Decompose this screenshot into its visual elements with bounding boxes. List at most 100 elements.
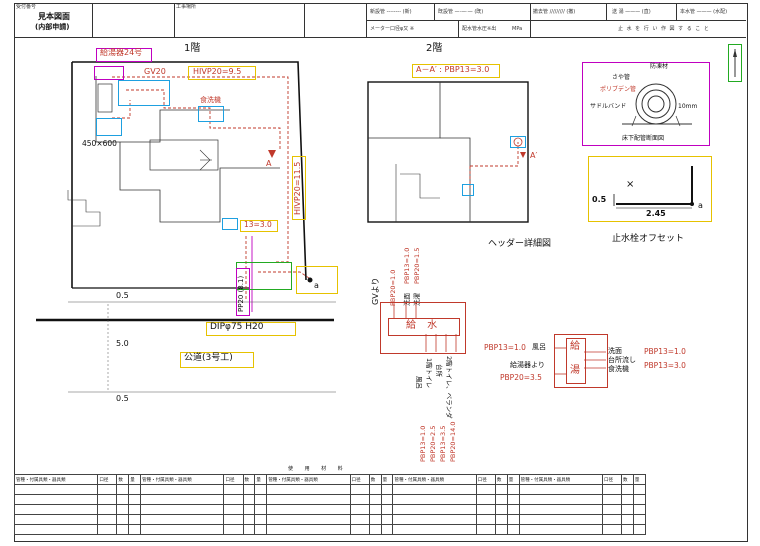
hot-box-bottom: 湯 <box>570 365 580 376</box>
supply-out-bath: 風呂 <box>415 376 423 389</box>
supply-out-p3: PBP13=3.5 <box>439 425 447 462</box>
table-row <box>13 504 647 515</box>
materials-cell <box>242 524 256 535</box>
materials-cell <box>97 514 118 525</box>
floor1-title: 1階 <box>184 43 201 54</box>
supply-out-p1: PBP13=1.0 <box>419 425 427 462</box>
materials-cell <box>601 524 623 535</box>
materials-cell <box>223 484 244 495</box>
hot-out-washroom: 洗面 <box>608 347 622 355</box>
materials-cell <box>632 514 647 525</box>
materials-header-cell: 量 <box>632 474 647 485</box>
materials-cell <box>506 514 520 525</box>
materials-cell <box>266 504 351 515</box>
materials-cell <box>116 514 130 525</box>
materials-header-cell: 量 <box>128 474 142 485</box>
pipe-detail-frame <box>582 62 710 146</box>
materials-cell <box>518 524 603 535</box>
toilet-box <box>222 218 238 230</box>
materials-cell <box>475 524 496 535</box>
materials-cell <box>128 504 142 515</box>
materials-cell <box>254 504 268 515</box>
floor2-fixture-2 <box>462 184 474 196</box>
materials-cell <box>116 494 130 505</box>
materials-cell <box>116 524 130 535</box>
materials-cell <box>392 524 477 535</box>
materials-cell <box>223 514 244 525</box>
materials-cell <box>632 484 647 495</box>
pressure-unit: MPa <box>512 26 523 32</box>
meter-yellow-box <box>296 266 338 294</box>
supply-out-p4: PBP20=14.0 <box>449 421 457 463</box>
materials-header-cell: 数 <box>494 474 508 485</box>
washroom-box <box>96 118 122 136</box>
offset-point: a <box>698 201 703 210</box>
materials-header-cell: 管種・付属具類・器具類 <box>140 474 225 485</box>
materials-cell <box>494 484 508 495</box>
materials-cell <box>128 524 142 535</box>
materials-cell <box>494 514 508 525</box>
hot-in-heater-pipe: PBP20=3.5 <box>500 373 542 382</box>
materials-cell <box>475 514 496 525</box>
materials-header-cell: 口径 <box>349 474 370 485</box>
hot-branch-lines <box>554 347 606 375</box>
pressure-label: 配水管水圧※出 <box>462 26 497 32</box>
materials-cell <box>140 494 225 505</box>
materials-cell <box>116 484 130 495</box>
materials-cell <box>266 494 351 505</box>
pipe-hivp-95: HIVP20=9.5 <box>193 67 242 76</box>
materials-cell <box>223 504 244 515</box>
legend-existing-pipe: 既設管 —·—·— (既) <box>438 9 484 15</box>
supply-out-toilet2: 2階トイレ、ベランダ <box>445 356 453 419</box>
materials-cell <box>368 514 382 525</box>
materials-cell <box>242 494 256 505</box>
materials-header-cell: 数 <box>621 474 634 485</box>
dim-05-top: 0.5 <box>116 291 129 300</box>
hot-out-p2: PBP13=3.0 <box>644 361 686 370</box>
materials-cell <box>621 494 634 505</box>
materials-cell <box>380 504 394 515</box>
materials-cell <box>601 504 623 515</box>
section-mark-a: A <box>266 159 272 168</box>
materials-cell <box>349 494 370 505</box>
hivp-95-box <box>188 66 256 80</box>
materials-header-cell: 口径 <box>475 474 496 485</box>
materials-header-cell: 口径 <box>223 474 244 485</box>
page-subtitle: (内部申請) <box>35 23 70 31</box>
materials-cell <box>632 504 647 515</box>
materials-cell <box>518 484 603 495</box>
materials-cell <box>392 494 477 505</box>
dim-50: 5.0 <box>116 339 129 348</box>
drawing-frame <box>14 3 748 542</box>
materials-cell <box>601 494 623 505</box>
hot-in-bath-pipe: PBP13=1.0 <box>484 343 526 352</box>
hot-header-box <box>566 338 586 384</box>
main-pipe-label: DIPφ75 H20 <box>210 322 264 332</box>
materials-cell <box>140 514 225 525</box>
applicant-label: 工事場所 <box>176 4 197 10</box>
materials-header-cell: 数 <box>116 474 130 485</box>
legend-divider-3 <box>606 3 607 20</box>
materials-header-cell: 管種・付属具類・器具類 <box>266 474 351 485</box>
detail-sleeve: さや管 <box>612 74 631 81</box>
materials-title: 使 用 材 料 <box>288 466 348 472</box>
size-label: 450×600 <box>82 139 117 148</box>
materials-cell <box>475 504 496 515</box>
pipe-hivp-115: HIVP20=11.5 <box>293 161 302 215</box>
header-caption: ヘッダー詳細図 <box>488 239 552 249</box>
materials-cell <box>223 524 244 535</box>
supply-gv-from: GVより <box>371 277 380 305</box>
supply-out-toilet1: 1階トイレ <box>425 358 433 389</box>
materials-cell <box>368 524 382 535</box>
materials-cell <box>349 504 370 515</box>
supply-outer-box <box>380 302 466 354</box>
materials-cell <box>254 484 268 495</box>
fixture-box-1 <box>94 66 124 80</box>
materials-cell <box>601 484 623 495</box>
legend-divider-2 <box>530 3 531 37</box>
materials-cell <box>223 494 244 505</box>
pipe-13: 13=3.0 <box>244 220 272 229</box>
pp-box <box>236 268 250 316</box>
offset-caption: 止水栓オフセット <box>612 234 685 244</box>
materials-cell <box>13 514 99 525</box>
